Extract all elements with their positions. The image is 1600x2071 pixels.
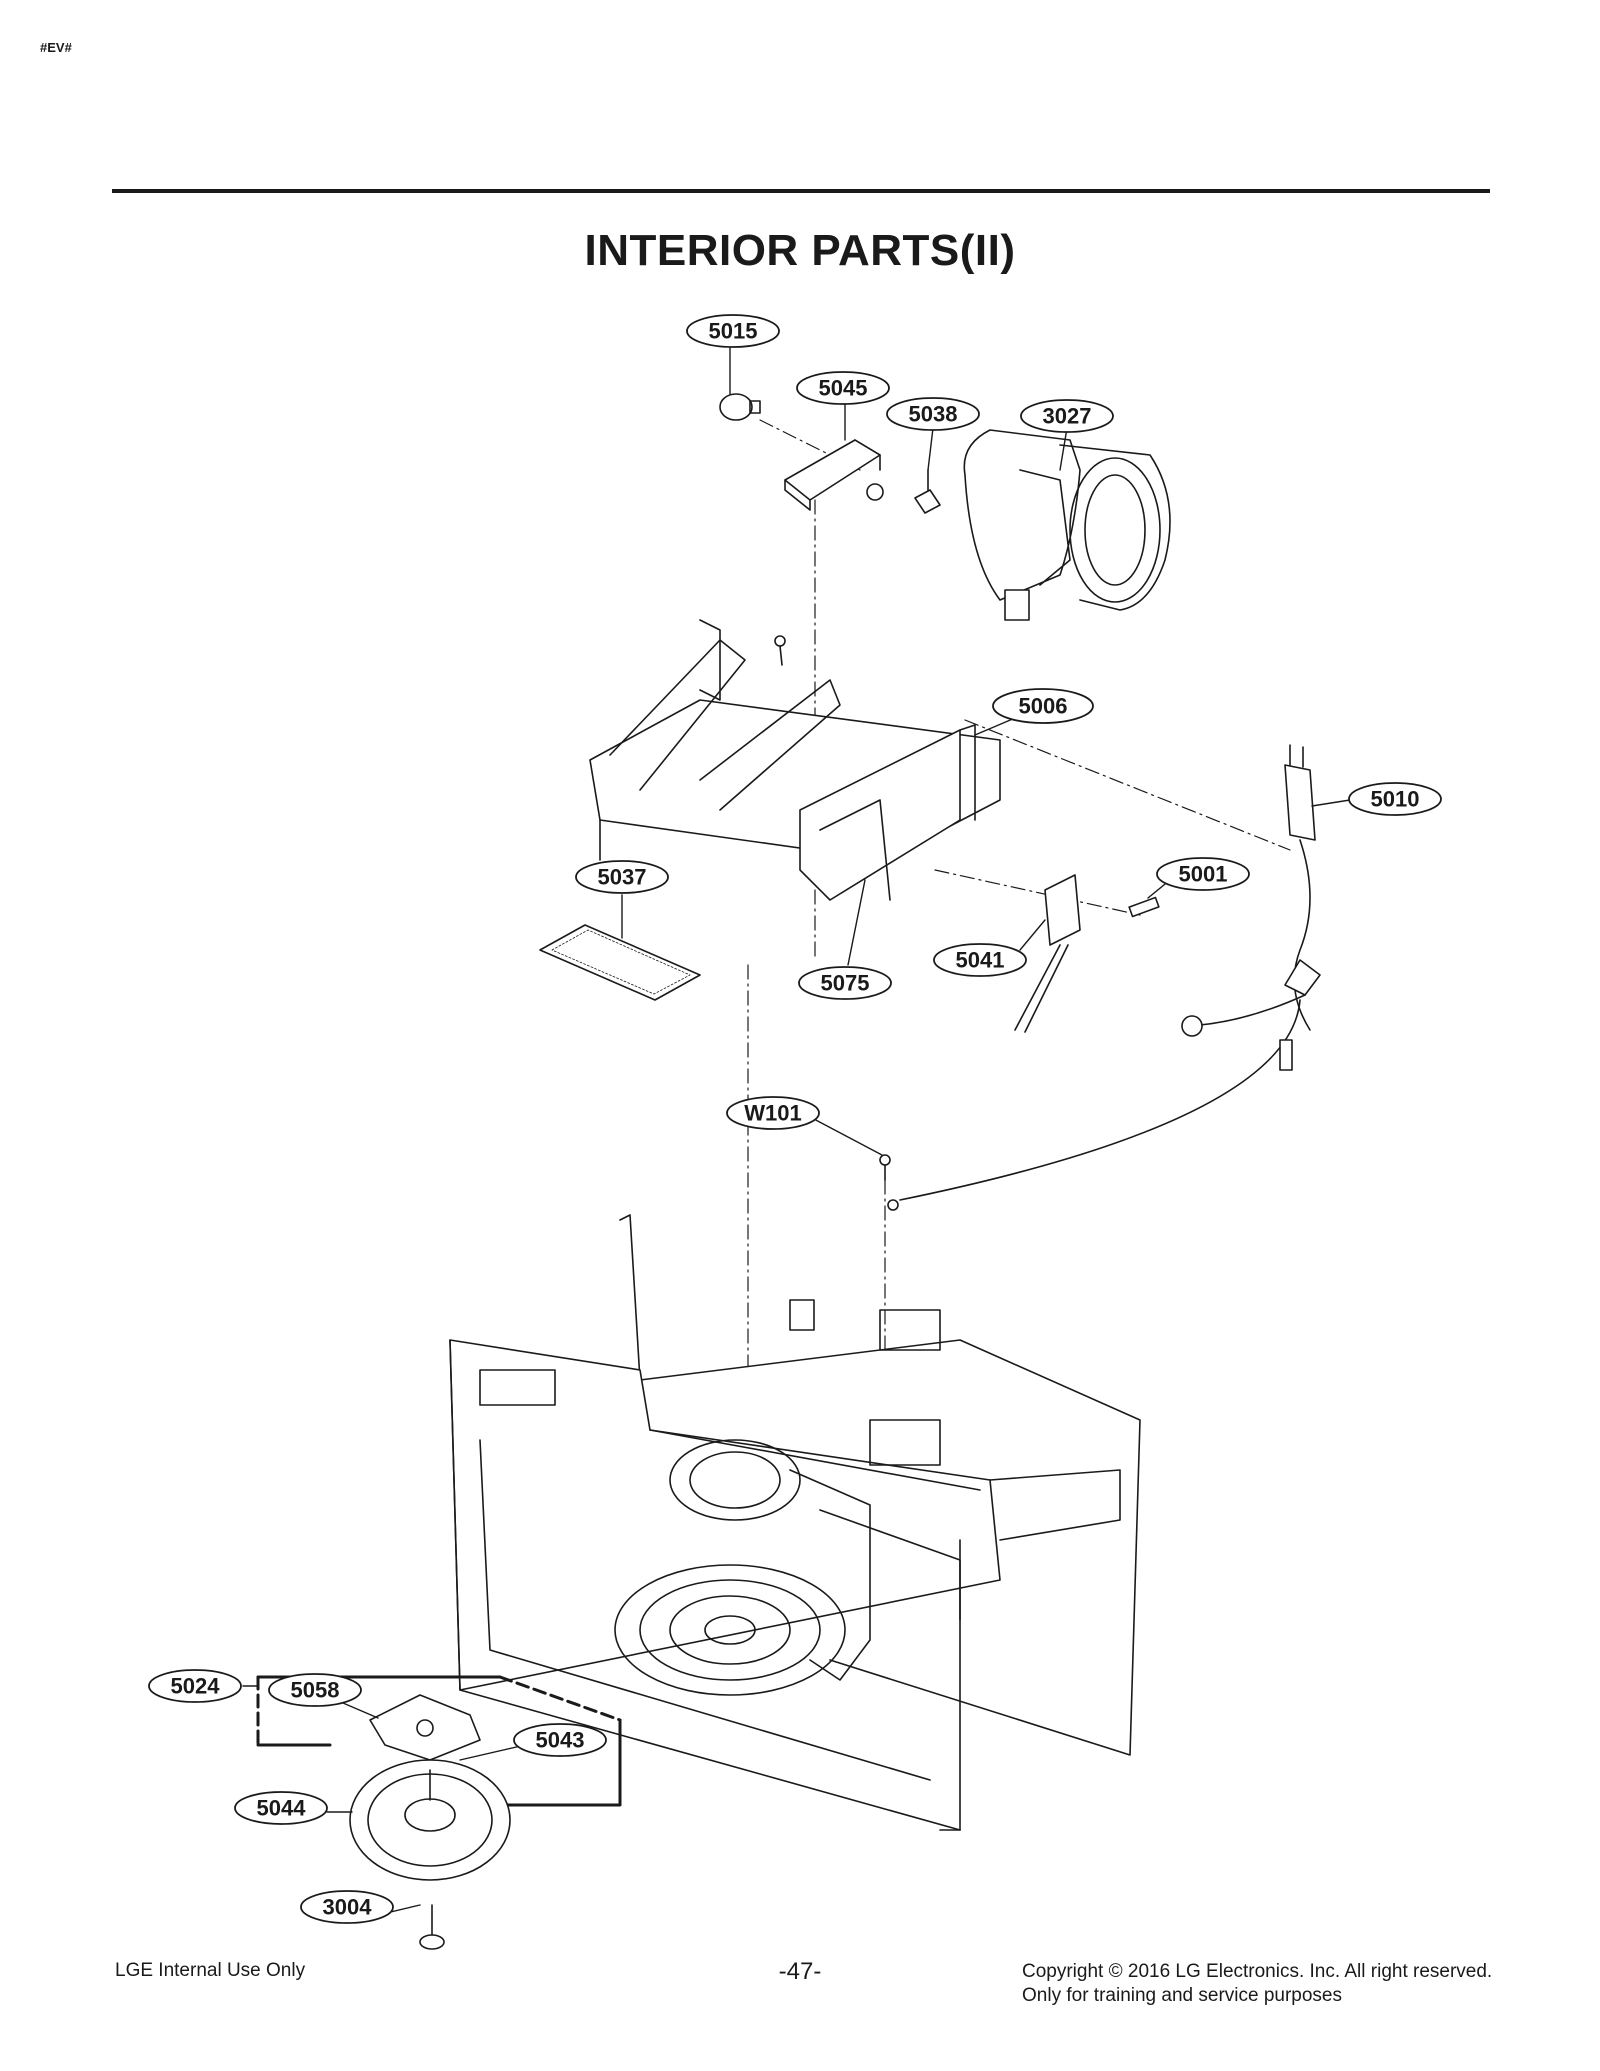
callout-label: 5045 [819,376,868,401]
copyright-line: Copyright © 2016 LG Electronics. Inc. Al… [1022,1961,1493,1982]
callout-label: 5058 [291,1678,340,1703]
blower-fan-part [963,429,1171,621]
page-number: -47- [778,1958,822,1985]
callout-label: 5037 [598,865,647,890]
screw-part [879,1154,899,1211]
callout-label: 5075 [821,971,870,996]
power-cord-part [899,744,1321,1201]
lamp-cover-part [784,439,884,511]
document-tag: #EV# [40,40,72,55]
fuse-part [1128,896,1160,918]
usage-note: Only for training and service purposes [1022,1985,1342,2006]
footer-copyright: Copyright © 2016 LG Electronics. Inc. Al… [1022,1960,1492,2008]
footer-internal-use: LGE Internal Use Only [115,1960,306,1981]
header-rule [112,189,1490,193]
switch-part [1014,874,1081,1033]
callout-label: 5015 [709,319,758,344]
stirrer-blade-part [369,1694,481,1761]
callout-label: 5043 [536,1728,585,1753]
filter-part [539,924,701,1001]
callout-label: 3027 [1043,404,1092,429]
cavity-part [449,1214,1141,1831]
callout-label: 5038 [909,402,958,427]
lamp-part [719,393,761,421]
thermostat-part [914,469,941,514]
frame-bracket-part [589,619,1001,901]
callout-label: 5001 [1179,862,1228,887]
callout-label: 3004 [323,1895,373,1920]
callout-label: W101 [744,1101,801,1126]
callout-label: 5024 [171,1674,221,1699]
callout-label: 5041 [956,948,1005,973]
page-title: INTERIOR PARTS(II) [584,226,1016,275]
callout-label: 5044 [257,1796,307,1821]
callout-label: 5006 [1019,694,1068,719]
foot-part [419,1904,445,1950]
stirrer-housing-part [349,1759,511,1881]
callout-ovals [148,314,1442,1924]
callout-label: 5010 [1371,787,1420,812]
